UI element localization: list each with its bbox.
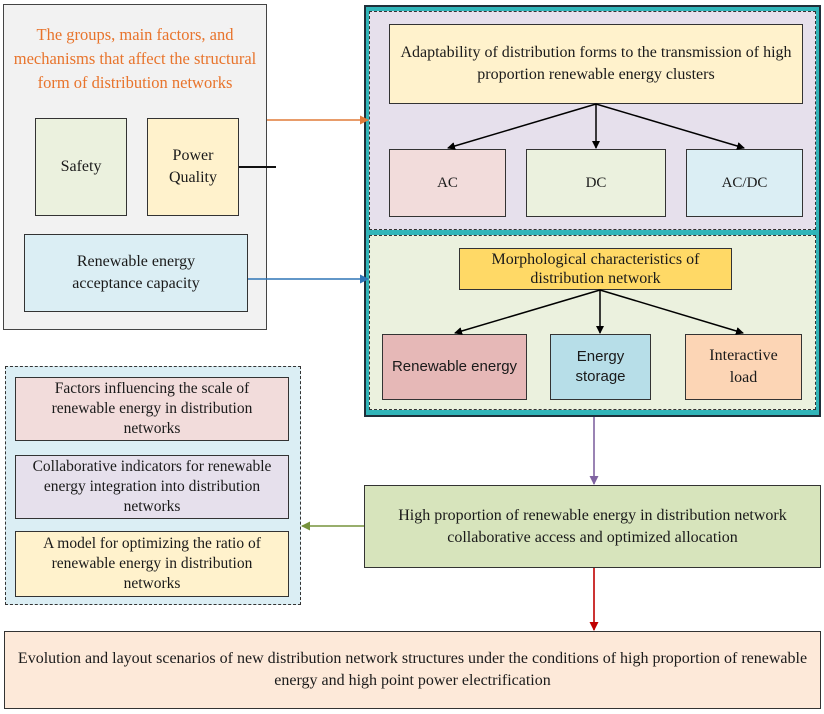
adaptability-title: Adaptability of distribution forms to th… xyxy=(389,24,803,104)
power-quality-box: Power Quality xyxy=(147,118,239,216)
safety-box: Safety xyxy=(35,118,127,216)
dc-box: DC xyxy=(526,149,666,217)
renewable-energy-box: Renewable energy xyxy=(382,334,527,400)
collaborative-access-box: High proportion of renewable energy in d… xyxy=(364,485,821,568)
energy-storage-box: Energy storage xyxy=(550,334,651,400)
morphology-title: Morphological characteristics of distrib… xyxy=(459,248,732,290)
scale-factors-box: Factors influencing the scale of renewab… xyxy=(15,377,289,441)
factors-group-title: The groups, main factors, and mechanisms… xyxy=(13,25,257,92)
ratio-model-box: A model for optimizing the ratio of rene… xyxy=(15,531,289,597)
collaborative-indicators-box: Collaborative indicators for renewable e… xyxy=(15,455,289,519)
interactive-load-box: Interactive load xyxy=(685,334,802,400)
renewable-acceptance-box: Renewable energy acceptance capacity xyxy=(24,234,248,312)
evolution-box: Evolution and layout scenarios of new di… xyxy=(4,631,821,709)
acdc-box: AC/DC xyxy=(686,149,803,217)
ac-box: AC xyxy=(389,149,506,217)
